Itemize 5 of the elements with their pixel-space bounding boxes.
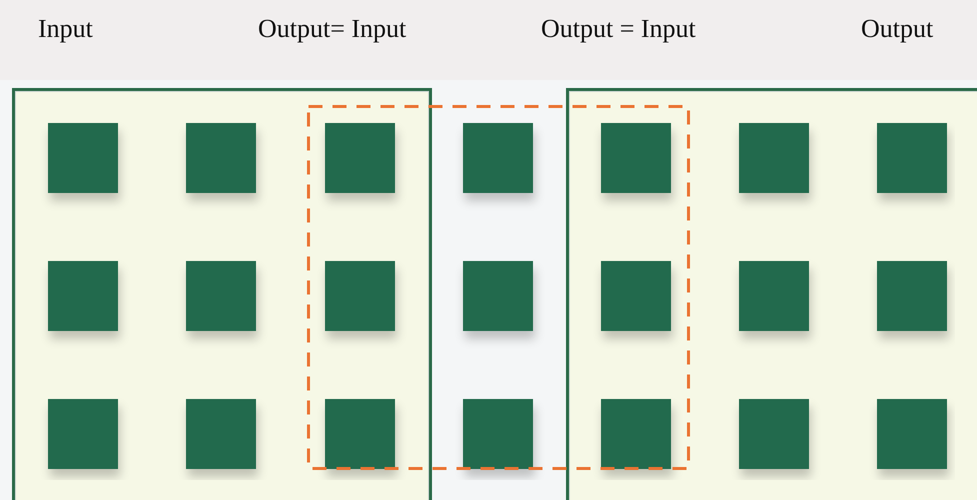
dashed-region: [307, 105, 690, 470]
column-label: Output= Input: [258, 13, 406, 45]
column-label: Output: [861, 13, 934, 45]
column-label: Input: [38, 13, 93, 45]
column-label: Output = Input: [541, 13, 696, 45]
